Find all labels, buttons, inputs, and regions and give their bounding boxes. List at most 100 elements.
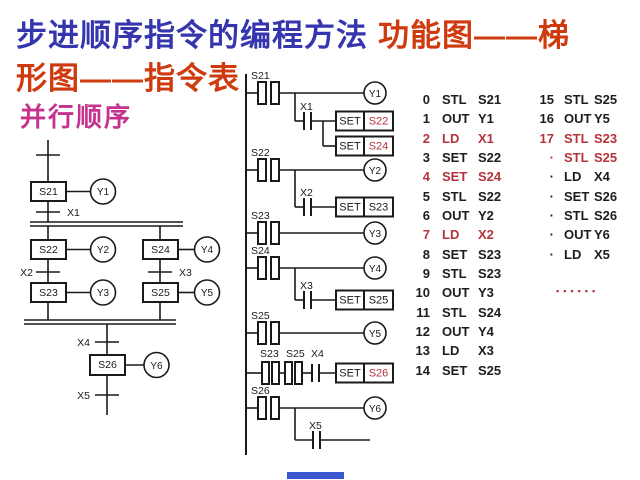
instruction-operand: S25	[594, 92, 618, 107]
instruction-number: 13	[415, 343, 430, 359]
sfc-step-s22: S22 Y2	[30, 236, 117, 263]
instruction-opcode: OUT	[442, 285, 470, 301]
ladder-x2-label: X2	[300, 187, 313, 199]
set-s26-label: S26	[369, 368, 389, 380]
ladder-s23-label: S23	[251, 210, 270, 222]
instruction-opcode: SET	[442, 362, 468, 378]
instruction-number: 15	[539, 92, 554, 107]
sfc-output-y2-label: Y2	[97, 245, 110, 256]
ladder-diagram: S21 Y1 X1 SET S22 SET S24 S22 Y2 X2	[245, 70, 394, 455]
instruction-opcode: STL	[442, 188, 467, 204]
instruction-row: 7 LD X2	[406, 225, 501, 244]
ladder-s22-label: S22	[251, 147, 270, 159]
sfc-transition-x1-label: X1	[67, 207, 80, 219]
instruction-operand: S25	[478, 362, 502, 378]
set-op-label: SET	[339, 141, 361, 153]
set-s22-label: S22	[369, 116, 389, 128]
instruction-operand: S23	[594, 130, 618, 146]
instruction-number: 8	[422, 246, 430, 262]
ladder-s25-label: S25	[251, 310, 270, 322]
ladder-x3-label: X3	[300, 280, 313, 292]
instruction-operand: S24	[478, 169, 502, 185]
instruction-opcode: SET	[442, 150, 468, 166]
sfc-transition-x2-label: X2	[20, 267, 33, 279]
sfc-step-s24-label: S24	[151, 244, 170, 256]
ladder-rung-s22: S22 Y2 X2 SET S23	[246, 147, 394, 218]
page-title-line1: 步进顺序指令的编程方法功能图——梯	[16, 10, 570, 55]
instruction-opcode: STL	[564, 208, 589, 224]
instruction-number: ·	[549, 208, 554, 224]
sfc-transition-x3-label: X3	[179, 267, 192, 279]
sfc-transition-x5: X5	[77, 375, 119, 415]
instruction-operand: S22	[478, 188, 502, 204]
instruction-operand: X2	[478, 227, 494, 243]
instruction-operand: S21	[478, 92, 502, 107]
instruction-operand: X4	[594, 169, 610, 185]
instruction-operand: S25	[594, 150, 618, 166]
sfc-step-s25: S25 Y5	[142, 279, 221, 320]
ladder-x5-label: X5	[309, 420, 322, 432]
sfc-step-s25-label: S25	[151, 287, 170, 299]
instruction-opcode: STL	[442, 304, 467, 320]
instruction-number: ·	[549, 227, 554, 243]
sfc-transition-x5-label: X5	[77, 390, 90, 402]
instruction-opcode: LD	[442, 227, 460, 243]
instruction-operand: S23	[478, 266, 502, 282]
set-s25-label: S25	[369, 295, 389, 307]
set-op-label: SET	[339, 116, 361, 128]
set-op-label: SET	[339, 368, 361, 380]
ladder-y1-coil-label: Y1	[369, 89, 382, 100]
instruction-ellipsis: ▪▪▪▪▪▪	[556, 286, 600, 296]
instruction-operand: S22	[478, 150, 502, 166]
instruction-operand: Y5	[594, 111, 610, 127]
instruction-operand: S26	[594, 188, 618, 204]
instruction-opcode: LD	[564, 169, 582, 185]
ladder-rung-s25: S25 Y5	[246, 310, 387, 345]
instruction-number: 6	[422, 208, 430, 224]
instruction-number: 4	[422, 169, 430, 185]
instruction-number: 3	[422, 150, 430, 166]
instruction-operand: Y1	[478, 111, 494, 127]
sfc-transition-x2: X2	[20, 259, 60, 283]
page-title-line2: 形图——指令表	[16, 61, 240, 96]
instruction-opcode: SET	[564, 188, 590, 204]
instruction-opcode: LD	[564, 246, 582, 262]
instruction-number: 17	[539, 130, 554, 146]
sfc-parallel-branch-bars	[30, 221, 183, 240]
sfc-output-y4-label: Y4	[201, 245, 214, 256]
instruction-opcode: STL	[564, 150, 589, 166]
instruction-number: 10	[415, 285, 430, 301]
sfc-step-s23-label: S23	[39, 287, 58, 299]
instruction-opcode: STL	[564, 130, 589, 146]
instruction-operand: X5	[594, 246, 610, 262]
subtitle: 并行顺序	[20, 102, 133, 132]
instruction-opcode: OUT	[442, 208, 470, 224]
sfc-transition-x4-label: X4	[77, 337, 90, 349]
ladder-s23b-label: S23	[260, 348, 279, 360]
instruction-number: 7	[422, 227, 430, 243]
set-op-label: SET	[339, 202, 361, 214]
instruction-opcode: OUT	[564, 227, 592, 243]
ladder-s21-label: S21	[251, 70, 270, 82]
ladder-s25b-label: S25	[286, 348, 305, 360]
instruction-number: ·	[549, 246, 554, 262]
instruction-number: 11	[416, 304, 430, 320]
instruction-operand: S26	[594, 208, 618, 224]
ladder-y4-coil-label: Y4	[369, 264, 382, 275]
set-s24-label: S24	[369, 141, 389, 153]
ladder-x4-label: X4	[311, 348, 324, 360]
instruction-row: · STL S26	[528, 206, 617, 225]
ladder-y3-coil-label: Y3	[369, 229, 382, 240]
ladder-s26-label: S26	[251, 385, 270, 397]
